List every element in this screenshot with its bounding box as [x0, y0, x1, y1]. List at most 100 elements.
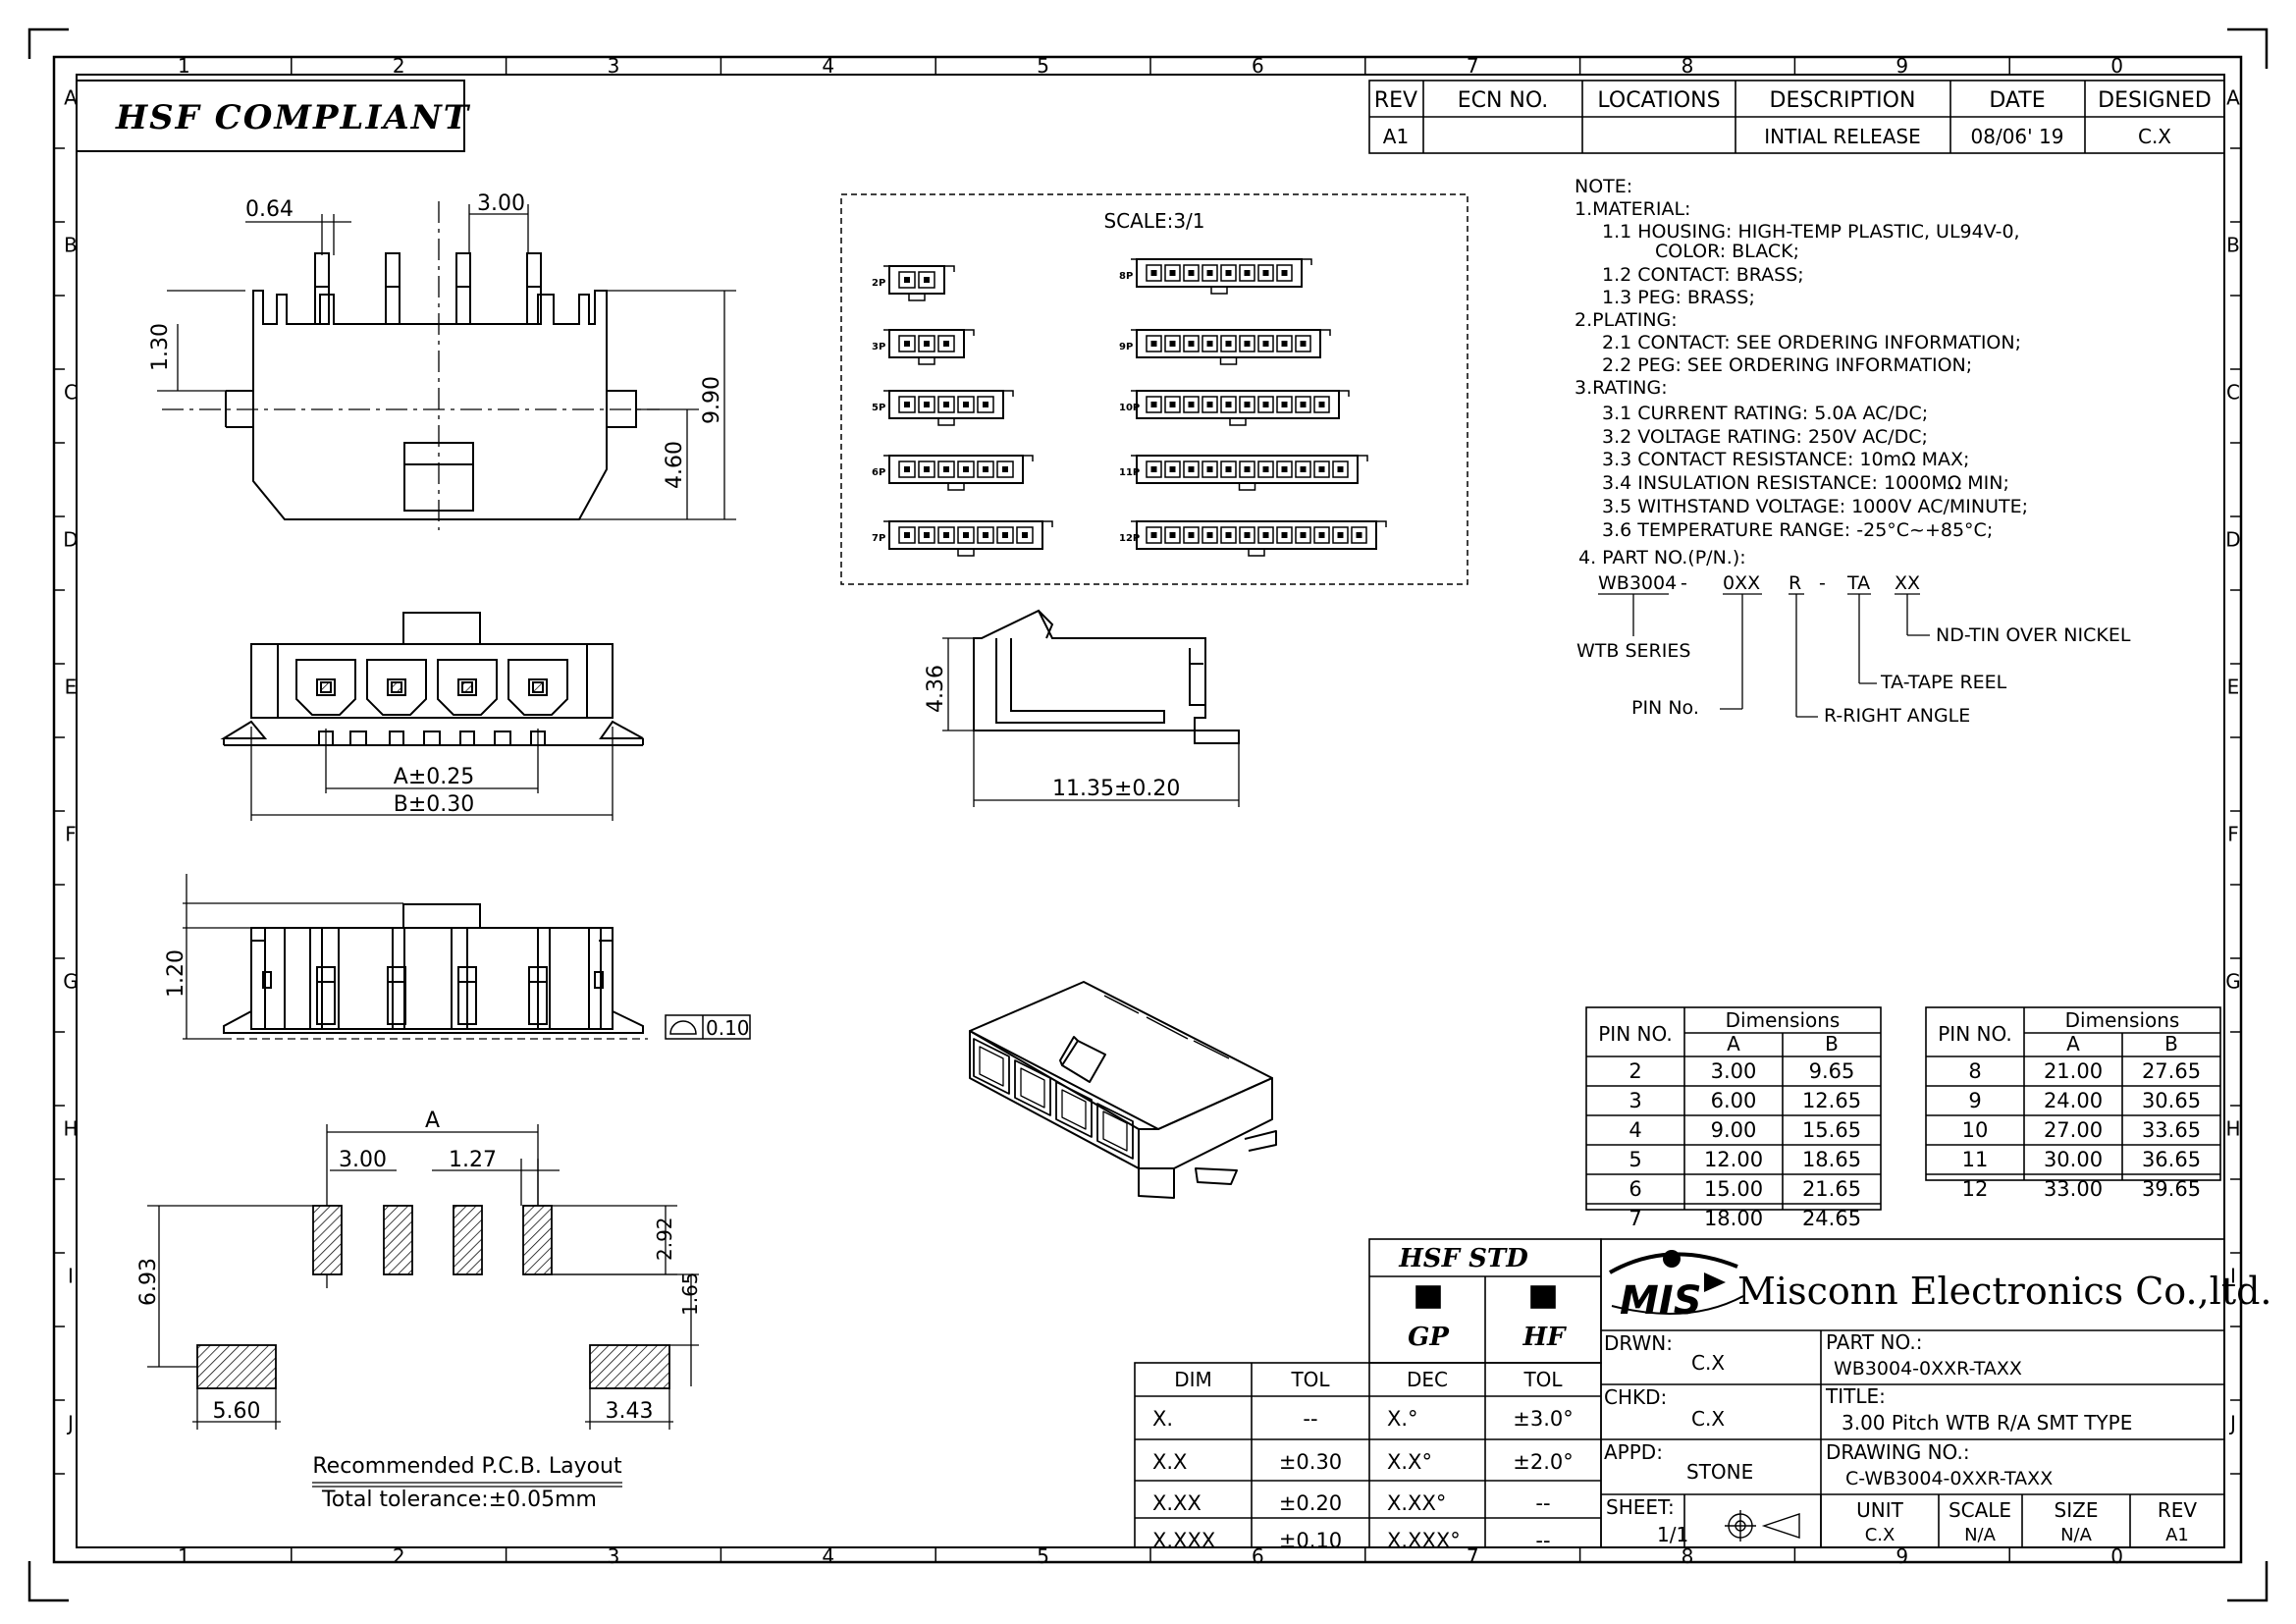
dim-cell: 21.65 — [1802, 1177, 1861, 1201]
note-line: 3.3 CONTACT RESISTANCE: 10mΩ MAX; — [1602, 449, 1969, 470]
variant-cavity — [898, 335, 916, 352]
dwg-value: C-WB3004-0XXR-TAXX — [1845, 1468, 2053, 1489]
variant-contact — [1281, 270, 1288, 276]
hsf-std-block: HSF STD GP HF — [1368, 1238, 1602, 1364]
variant-latch — [1219, 356, 1238, 365]
variant-contact — [1281, 402, 1288, 407]
note-line: 1.3 PEG: BRASS; — [1602, 287, 1755, 308]
iso-cavity-inner — [1020, 1067, 1045, 1109]
tail — [349, 731, 367, 746]
tol-cell: X.XX° — [1387, 1491, 1446, 1515]
rev-value-date: 08/06' 19 — [1971, 125, 2064, 148]
zone-column-label: 5 — [1037, 54, 1049, 78]
variant-8P: 8P — [1119, 258, 1312, 295]
zone-column-label: 8 — [1682, 54, 1694, 78]
mis-logo: MIS — [1609, 1250, 1744, 1324]
note-line: 1.MATERIAL: — [1575, 198, 1690, 220]
variant-cavity — [1164, 335, 1181, 352]
notes: NOTE:1.MATERIAL:1.1 HOUSING: HIGH-TEMP P… — [1575, 176, 2028, 568]
cavity — [437, 659, 498, 716]
variant-cavity — [996, 526, 1014, 544]
tol-cell: ±0.10 — [1279, 1529, 1342, 1552]
dim-cell: 3.00 — [1711, 1059, 1757, 1083]
dim-cell: 18.65 — [1802, 1148, 1861, 1171]
header-a: A — [2066, 1032, 2080, 1056]
company-name: Misconn Electronics Co.,ltd. — [1737, 1270, 2272, 1313]
tol-cell: X.XXX — [1152, 1529, 1215, 1552]
revision-block: REV ECN NO. LOCATIONS DESCRIPTION DATE D… — [1368, 80, 2225, 154]
note-line: 3.6 TEMPERATURE RANGE: -25°C~+85°C; — [1602, 519, 1993, 541]
variant-3P: 3P — [872, 329, 975, 365]
variant-contact — [943, 341, 949, 347]
title-value: 3.00 Pitch WTB R/A SMT TYPE — [1842, 1411, 2132, 1435]
variant-contact — [1206, 402, 1213, 407]
pcb-dim-peg-gap: 1.65 — [678, 1272, 702, 1316]
variant-contact — [1206, 341, 1213, 347]
pn-package: TA — [1846, 572, 1870, 594]
tol-cell: X.XX — [1152, 1491, 1201, 1515]
variant-latch — [957, 548, 975, 557]
isometric-view — [969, 981, 1277, 1199]
variant-cavity — [1146, 526, 1162, 544]
pn-plating: XX — [1895, 572, 1920, 594]
dim-cell: 30.65 — [2142, 1089, 2201, 1112]
bottom-view: 1.20 0.10 — [164, 874, 751, 1040]
variant-label: 12P — [1119, 533, 1140, 544]
tol-cell: X. — [1152, 1407, 1173, 1431]
variant-contact — [1150, 466, 1157, 472]
tol-cell: -- — [1303, 1407, 1317, 1431]
variant-contact — [904, 466, 910, 472]
pcb-caption: Recommended P.C.B. Layout — [312, 1454, 622, 1479]
peg-pad-right — [589, 1344, 670, 1389]
variant-cavity — [1239, 264, 1255, 282]
variant-cavity — [1146, 396, 1162, 413]
variant-cavity — [1276, 526, 1293, 544]
zone-column-label: 3 — [608, 1544, 620, 1568]
hsf-hf: HF — [1522, 1323, 1567, 1352]
sheet-label: SHEET: — [1606, 1495, 1675, 1519]
iso-cavity — [1096, 1103, 1134, 1160]
contact-slot — [528, 966, 548, 1025]
variant-contact — [1188, 341, 1195, 347]
pcb-dim-pad-height: 2.92 — [653, 1217, 676, 1261]
pcb-dim-a: A — [425, 1109, 440, 1133]
zone-row-label: G — [2225, 970, 2241, 994]
pcb-dim-pitch: 3.00 — [339, 1148, 387, 1172]
dim-1-20: 1.20 — [164, 949, 188, 998]
zone-row-label: D — [2225, 528, 2240, 552]
corner-marks — [27, 27, 2269, 1602]
variant-label: 11P — [1119, 467, 1140, 478]
rev-value: A1 — [2165, 1525, 2189, 1545]
dim-cell: 24.65 — [1802, 1207, 1861, 1230]
variant-contact — [1206, 466, 1213, 472]
variant-cavity — [1295, 335, 1311, 352]
pcb-dim-span: 6.93 — [136, 1258, 161, 1306]
variant-contact — [963, 466, 969, 472]
zone-row-label: G — [63, 970, 79, 994]
variant-flange — [1131, 329, 1331, 336]
variant-contact — [1188, 402, 1195, 407]
zone-row-label: I — [68, 1265, 74, 1288]
variant-latch — [908, 293, 926, 301]
variant-contact — [1150, 270, 1157, 276]
title-label: TITLE: — [1825, 1384, 1886, 1408]
variant-cavity — [1332, 460, 1349, 478]
variant-contact — [1206, 532, 1213, 538]
front-view: A±0.25 B±0.30 — [220, 612, 644, 821]
variant-latch — [1238, 482, 1256, 491]
rev-header-date: DATE — [1989, 88, 2045, 113]
variant-contact — [1300, 402, 1307, 407]
banner-text: HSF COMPLIANT — [115, 98, 471, 137]
dim-pin-width: 0.64 — [245, 197, 294, 222]
projection-symbol-icon — [1725, 1510, 1800, 1542]
logo-text: MIS — [1620, 1278, 1702, 1324]
variant-cavity — [1220, 335, 1237, 352]
variant-contact — [924, 341, 930, 347]
variant-cavity — [1239, 396, 1255, 413]
dim-cell: 27.00 — [2044, 1118, 2103, 1142]
dim-cell: 39.65 — [2142, 1177, 2201, 1201]
variant-contact — [1244, 270, 1251, 276]
flatness-value: 0.10 — [706, 1016, 750, 1040]
variant-contact — [1206, 270, 1213, 276]
